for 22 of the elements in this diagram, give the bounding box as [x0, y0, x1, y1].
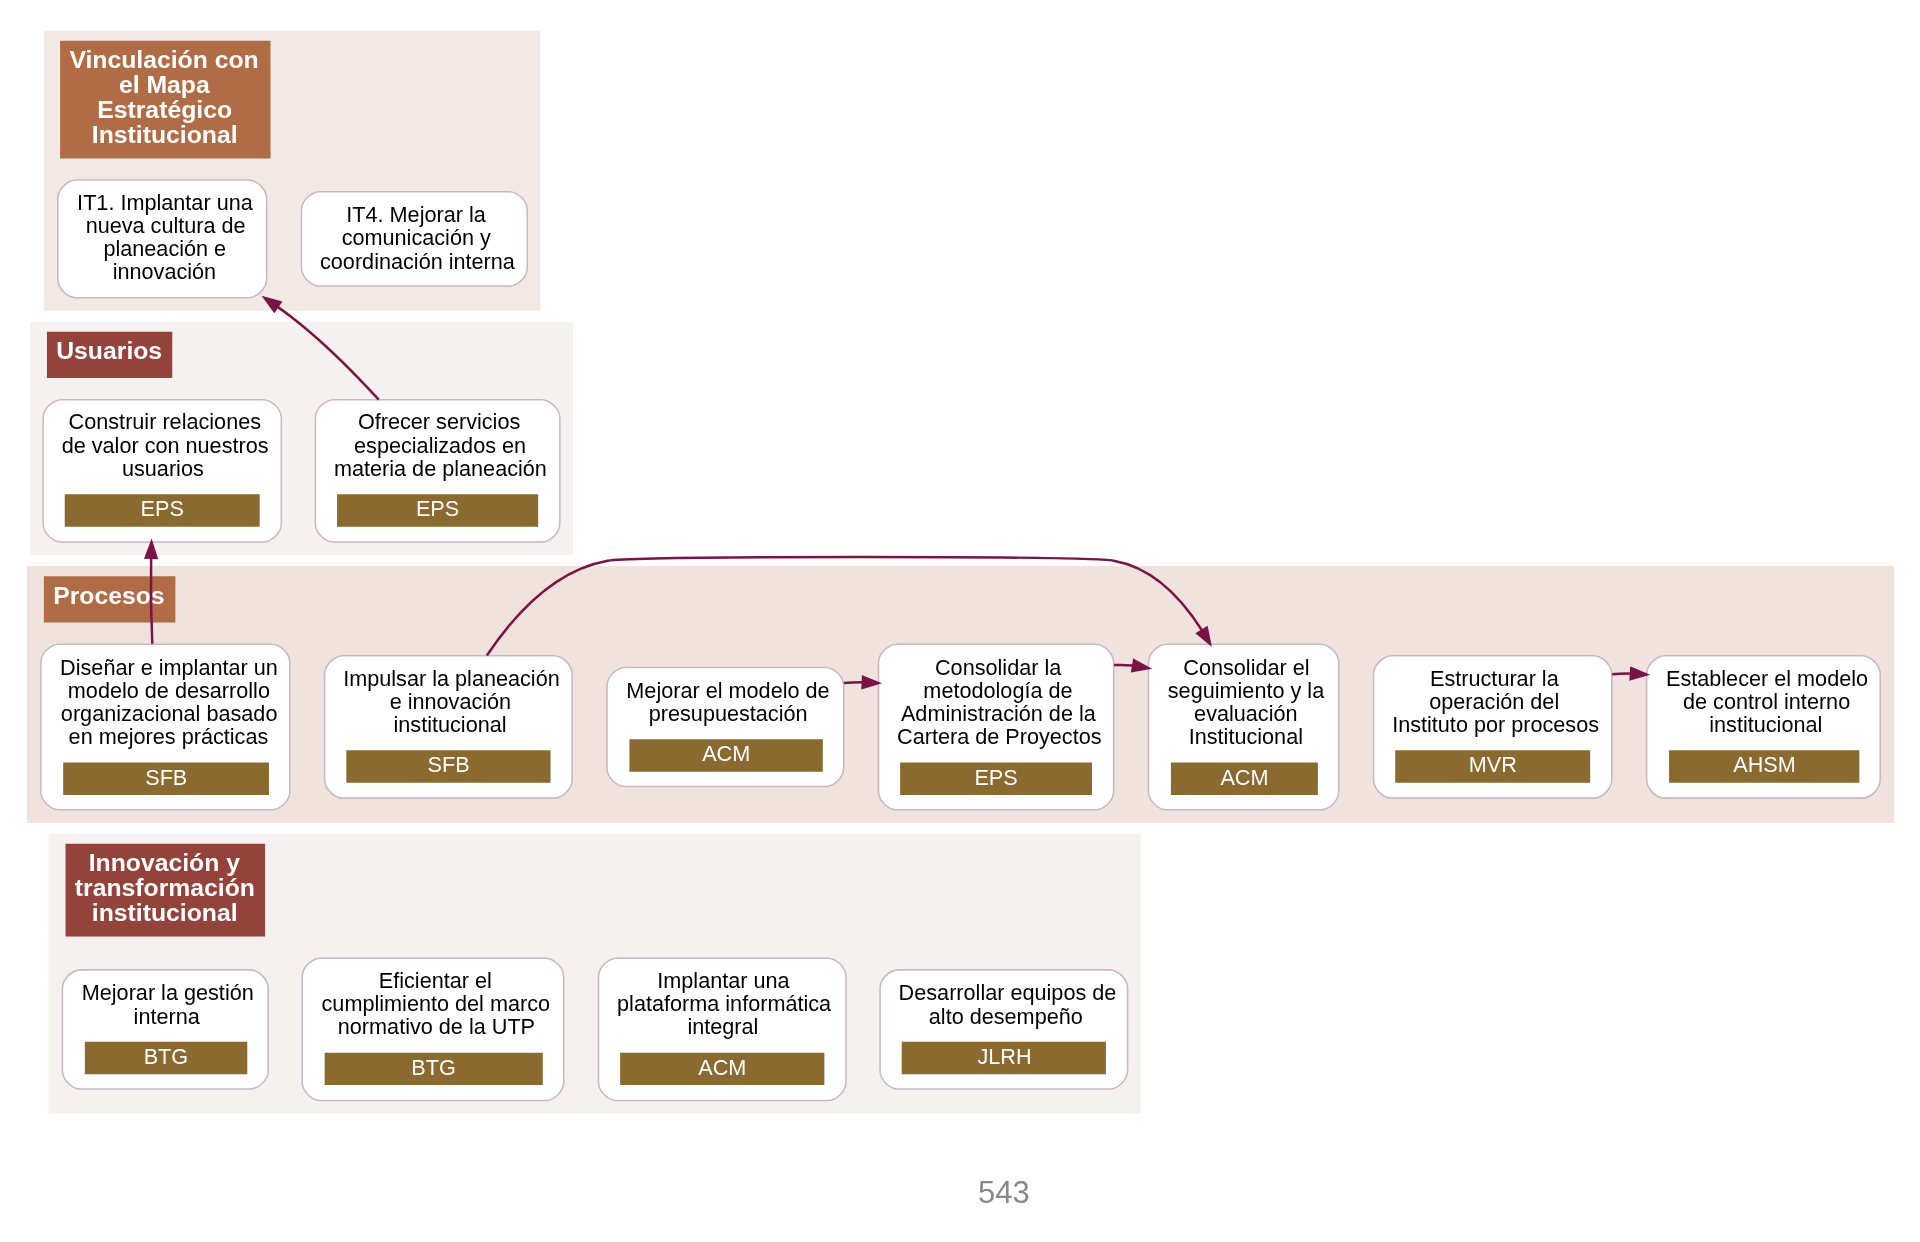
arrow [843, 675, 882, 690]
node-box: Consolidar la metodología de Administración de la Cartera de Proyectos EPS [877, 643, 1114, 811]
node-box: Implantar una plataforma informática integral ACM [597, 957, 847, 1102]
node-box: Mejorar la gestión interna BTG [61, 969, 269, 1090]
node-box: Eficientar el cumplimiento del marco normativo de la UTP BTG [300, 957, 564, 1102]
label: 543 [977, 1174, 1030, 1210]
node-box: Diseñar e implantar un modelo de desarrollo organizacional basado en mejores prácticas SFB [39, 643, 291, 811]
arrow [485, 555, 1212, 657]
node-box: IT4. Mejorar la comunicación y coordinación interna [300, 190, 528, 287]
node-box: IT1. Implantar una nueva cultura de planeación e innovación [56, 179, 267, 299]
node-box: Establecer el modelo de control interno institucional AHSM [1645, 655, 1881, 799]
node-box: Ofrecer servicios especializados en materia de planeación EPS [314, 399, 561, 543]
arrow [1113, 658, 1152, 673]
arrow [261, 295, 380, 401]
node-box: Impulsar la planeación e innovación institucional SFB [323, 655, 573, 799]
arrow [1611, 666, 1650, 681]
node-box: Consolidar el seguimiento y la evaluación Institucional ACM [1147, 643, 1340, 811]
node-box: Estructurar la operación del Instituto por procesos MVR [1372, 655, 1613, 799]
node-box: Mejorar el modelo de presupuestación ACM [605, 666, 844, 788]
arrow [143, 538, 158, 644]
node-box: Desarrollar equipos de alto desempeño JLRH [878, 969, 1128, 1090]
node-box: Construir relaciones de valor con nuestros usuarios EPS [41, 399, 282, 543]
